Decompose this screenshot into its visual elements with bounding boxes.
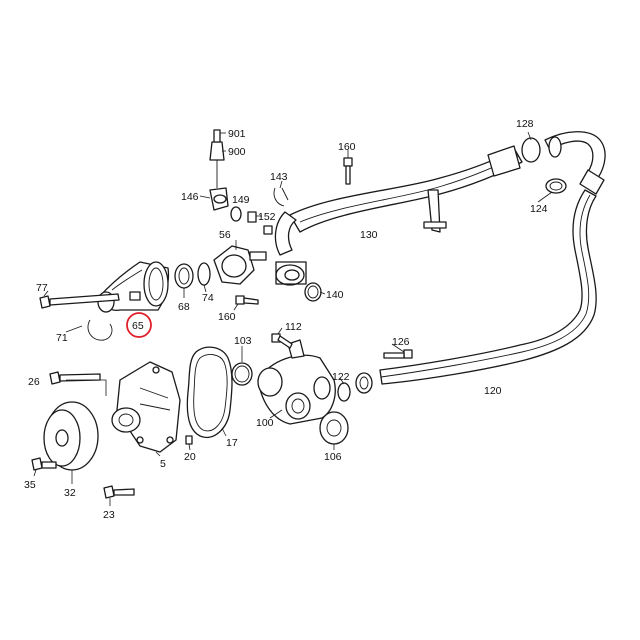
label-23[interactable]: 23 bbox=[103, 509, 115, 521]
sensor-900[interactable] bbox=[209, 129, 225, 188]
label-160-top[interactable]: 160 bbox=[338, 141, 356, 153]
thermostat-56[interactable] bbox=[213, 245, 267, 285]
label-32[interactable]: 32 bbox=[64, 487, 76, 499]
label-901[interactable]: 901 bbox=[228, 128, 246, 140]
label-149[interactable]: 149 bbox=[232, 194, 250, 206]
label-152[interactable]: 152 bbox=[258, 211, 276, 223]
bolt-77[interactable] bbox=[39, 293, 120, 309]
bolt-26[interactable] bbox=[49, 371, 101, 385]
label-106[interactable]: 106 bbox=[324, 451, 342, 463]
pin-20[interactable] bbox=[185, 435, 193, 445]
label-71[interactable]: 71 bbox=[56, 332, 68, 344]
fitting-146[interactable] bbox=[209, 187, 229, 211]
label-20[interactable]: 20 bbox=[184, 451, 196, 463]
label-122[interactable]: 122 bbox=[332, 371, 350, 383]
gasket-17[interactable] bbox=[186, 346, 233, 438]
clip-71[interactable] bbox=[87, 319, 113, 341]
label-126[interactable]: 126 bbox=[392, 336, 410, 348]
pipe-elbow-left[interactable] bbox=[274, 211, 307, 286]
bolt-160-lower[interactable] bbox=[235, 295, 259, 305]
label-35[interactable]: 35 bbox=[24, 479, 36, 491]
label-17[interactable]: 17 bbox=[226, 437, 238, 449]
label-74[interactable]: 74 bbox=[202, 292, 214, 304]
label-68[interactable]: 68 bbox=[178, 301, 190, 313]
label-26[interactable]: 26 bbox=[28, 376, 40, 388]
label-120[interactable]: 120 bbox=[484, 385, 502, 397]
label-77[interactable]: 77 bbox=[36, 282, 48, 294]
label-900[interactable]: 900 bbox=[228, 146, 246, 158]
ring-140[interactable] bbox=[304, 282, 322, 302]
coolant-pipe-130[interactable] bbox=[289, 145, 523, 233]
label-100[interactable]: 100 bbox=[256, 417, 274, 429]
leader-lines bbox=[33, 131, 553, 506]
label-56[interactable]: 56 bbox=[219, 229, 231, 241]
bolt-35[interactable] bbox=[31, 457, 57, 471]
label-160-lower[interactable]: 160 bbox=[218, 311, 236, 323]
label-140[interactable]: 140 bbox=[326, 289, 344, 301]
label-146[interactable]: 146 bbox=[181, 191, 199, 203]
bolt-23[interactable] bbox=[103, 485, 135, 499]
ring-68[interactable] bbox=[174, 263, 194, 289]
water-pump-5[interactable] bbox=[111, 361, 181, 453]
label-124[interactable]: 124 bbox=[530, 203, 548, 215]
clip-143[interactable] bbox=[273, 187, 289, 207]
bolt-112[interactable] bbox=[271, 333, 293, 349]
pulley-32[interactable] bbox=[43, 401, 99, 471]
ring-122[interactable] bbox=[337, 382, 351, 402]
hose-128[interactable] bbox=[521, 131, 606, 195]
coolant-pipe-120[interactable] bbox=[355, 189, 597, 394]
intake-pipe-65[interactable] bbox=[97, 261, 170, 313]
clamp-124[interactable] bbox=[545, 178, 567, 194]
label-130[interactable]: 130 bbox=[360, 229, 378, 241]
bolt-126[interactable] bbox=[383, 349, 413, 359]
seal-149[interactable] bbox=[230, 206, 242, 222]
part-labels: 901 900 146 149 143 152 160 128 124 130 … bbox=[24, 118, 548, 521]
label-5[interactable]: 5 bbox=[160, 458, 166, 470]
ring-106[interactable] bbox=[319, 411, 349, 445]
bolt-152[interactable] bbox=[247, 211, 273, 235]
label-103[interactable]: 103 bbox=[234, 335, 252, 347]
ring-74[interactable] bbox=[197, 262, 211, 286]
ring-103[interactable] bbox=[231, 362, 253, 386]
label-112[interactable]: 112 bbox=[285, 321, 302, 333]
highlight-circle-65 bbox=[126, 312, 152, 338]
label-143[interactable]: 143 bbox=[270, 171, 288, 183]
housing-100[interactable] bbox=[257, 339, 336, 425]
bolt-160-top[interactable] bbox=[343, 157, 353, 185]
label-65[interactable]: 65 bbox=[132, 320, 144, 332]
label-128[interactable]: 128 bbox=[516, 118, 534, 130]
